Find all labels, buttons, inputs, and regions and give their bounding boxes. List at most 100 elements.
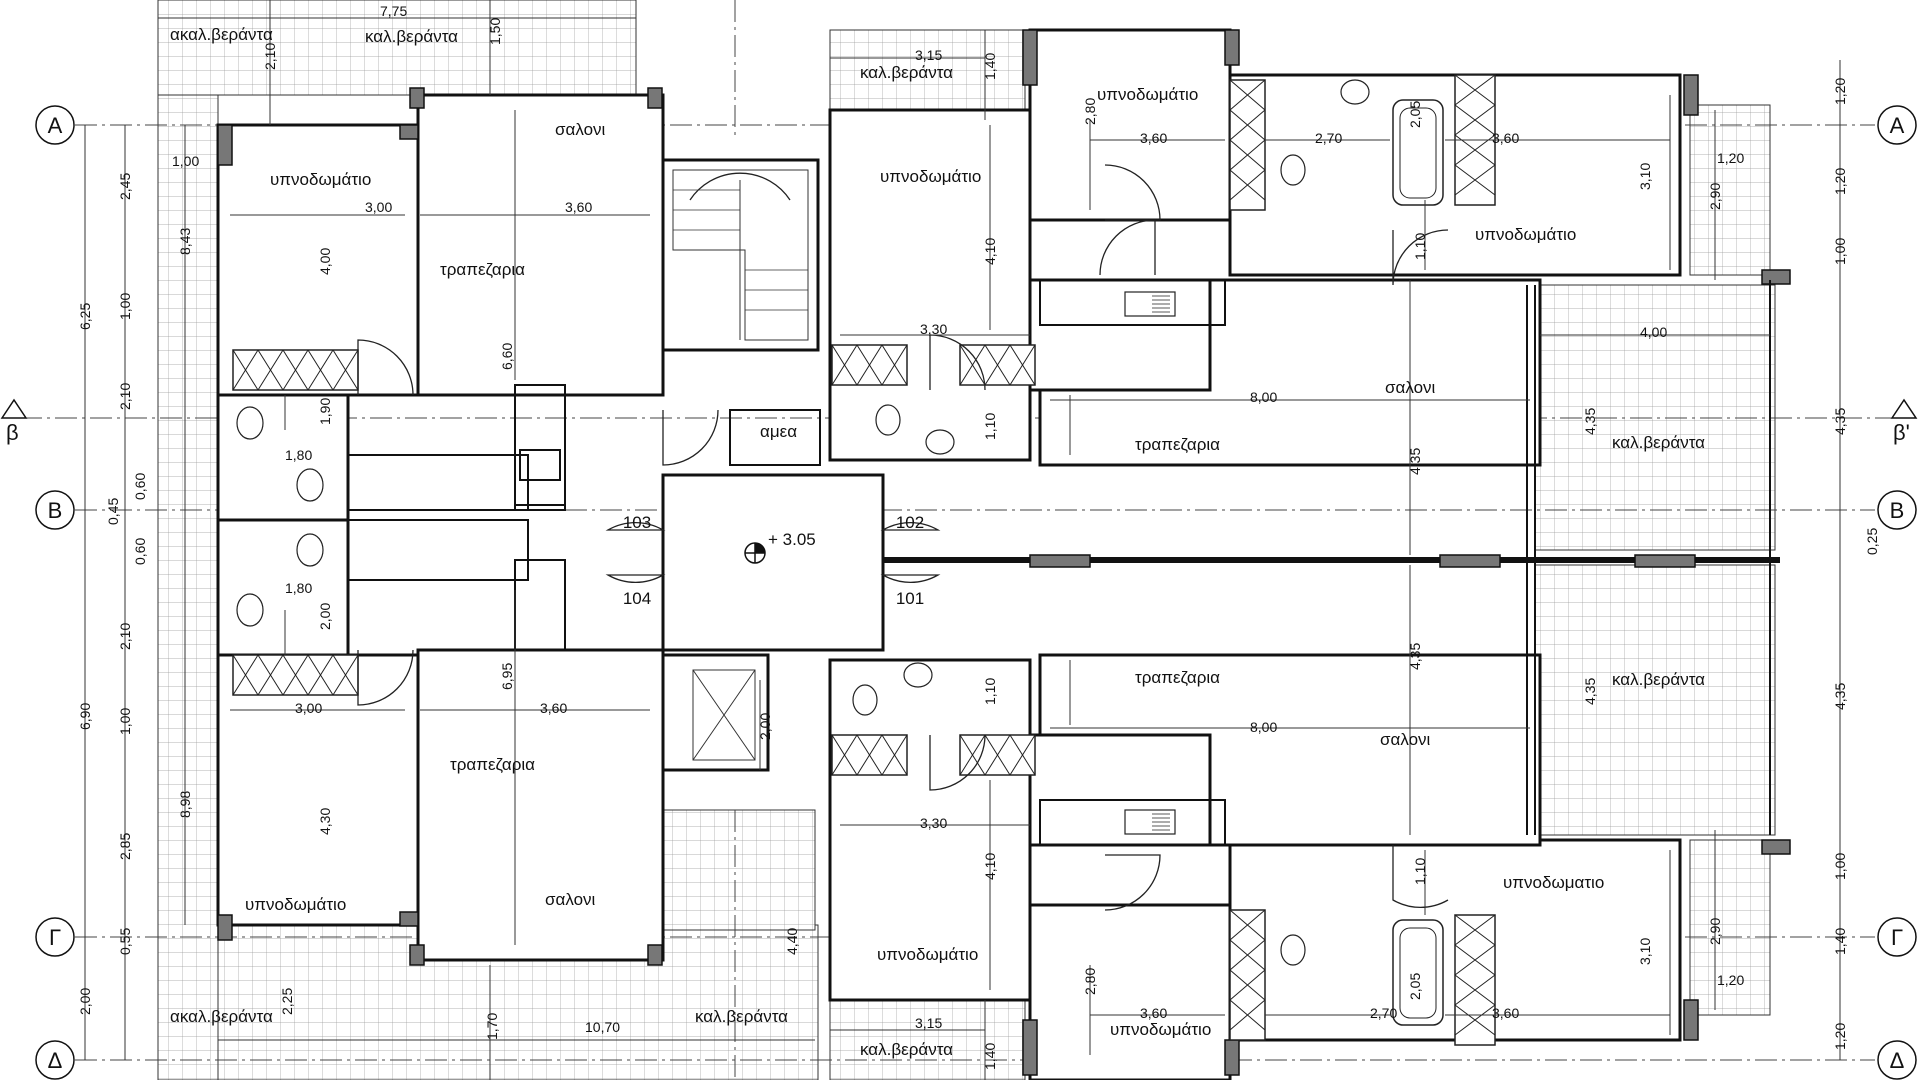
svg-text:3,10: 3,10 (1637, 163, 1653, 190)
svg-text:3,30: 3,30 (920, 321, 947, 337)
svg-text:1,40: 1,40 (1832, 928, 1848, 955)
svg-text:6,95: 6,95 (499, 663, 515, 690)
svg-text:2,05: 2,05 (1407, 973, 1423, 1000)
svg-text:A: A (1890, 113, 1905, 138)
svg-text:0,45: 0,45 (105, 498, 121, 525)
svg-text:1,10: 1,10 (982, 678, 998, 705)
svg-text:3,30: 3,30 (920, 815, 947, 831)
svg-text:2,80: 2,80 (1082, 98, 1098, 125)
axis-bubble-g-right: Γ (1877, 917, 1917, 957)
label-bedroom: υπνοδωματιο (1503, 873, 1604, 892)
dimension-texts: 7,75 2,10 1,50 3,15 1,40 1,00 2,45 8,43 … (77, 3, 1880, 1070)
apartment-103 (216, 87, 665, 522)
svg-text:1,00: 1,00 (117, 293, 133, 320)
apartment-number-102: 102 (896, 513, 924, 532)
label-salon: σαλονι (1385, 378, 1436, 397)
axis-bubble-g-left: Γ (35, 917, 75, 957)
svg-text:1,20: 1,20 (1832, 78, 1848, 105)
veranda-tiles (157, 0, 1776, 1080)
label-covered-veranda: καλ.βεράντα (1612, 433, 1705, 452)
label-covered-veranda: καλ.βεράντα (1612, 670, 1705, 689)
svg-text:3,60: 3,60 (1492, 130, 1519, 146)
apartment-number-103: 103 (623, 513, 651, 532)
party-wall (883, 280, 1780, 835)
svg-text:1,00: 1,00 (1832, 853, 1848, 880)
label-salon: σαλονι (545, 890, 596, 909)
svg-text:6,60: 6,60 (499, 343, 515, 370)
wardrobe (959, 734, 1036, 776)
label-bedroom: υπνοδωμάτιο (880, 167, 981, 186)
svg-text:0,60: 0,60 (132, 473, 148, 500)
svg-text:4,35: 4,35 (1582, 408, 1598, 435)
section-marker-left: β (0, 398, 28, 445)
svg-text:2,90: 2,90 (1707, 183, 1723, 210)
label-dining: τραπεζαρια (1135, 668, 1220, 687)
svg-text:3,60: 3,60 (1140, 130, 1167, 146)
label-bedroom: υπνοδωμάτιο (1097, 85, 1198, 104)
svg-text:2,45: 2,45 (117, 173, 133, 200)
svg-text:4,30: 4,30 (317, 808, 333, 835)
svg-text:3,60: 3,60 (1492, 1005, 1519, 1021)
svg-text:4,00: 4,00 (1640, 324, 1667, 340)
svg-text:1,50: 1,50 (487, 18, 503, 45)
label-bedroom: υπνοδωμάτιο (245, 895, 346, 914)
svg-text:4,35: 4,35 (1407, 643, 1423, 670)
svg-text:B: B (1890, 498, 1905, 523)
wardrobe (959, 344, 1036, 386)
apartment-number-104: 104 (623, 589, 651, 608)
svg-text:1,20: 1,20 (1717, 150, 1744, 166)
label-dining: τραπεζαρια (440, 260, 525, 279)
svg-text:3,60: 3,60 (540, 700, 567, 716)
svg-text:2,05: 2,05 (1407, 101, 1423, 128)
svg-text:2,00: 2,00 (77, 988, 93, 1015)
wardrobe (232, 654, 359, 696)
apartment-number-101: 101 (896, 589, 924, 608)
svg-text:2,10: 2,10 (262, 43, 278, 70)
svg-text:6,25: 6,25 (77, 303, 93, 330)
svg-text:4,10: 4,10 (982, 853, 998, 880)
label-bedroom: υπνοδωμάτιο (877, 945, 978, 964)
label-uncovered-veranda: ακαλ.βεράντα (170, 25, 273, 44)
svg-text:1,40: 1,40 (982, 53, 998, 80)
svg-text:0,60: 0,60 (132, 538, 148, 565)
svg-text:8,98: 8,98 (177, 791, 193, 818)
svg-text:2,10: 2,10 (117, 623, 133, 650)
svg-text:10,70: 10,70 (585, 1019, 620, 1035)
lift-shaft (661, 653, 770, 772)
lobby (605, 409, 941, 652)
svg-text:4,40: 4,40 (784, 928, 800, 955)
wardrobe (831, 734, 908, 776)
svg-text:4,10: 4,10 (982, 238, 998, 265)
svg-text:Δ: Δ (1890, 1048, 1905, 1073)
svg-text:3,60: 3,60 (1140, 1005, 1167, 1021)
svg-text:4,35: 4,35 (1832, 408, 1848, 435)
svg-text:1,20: 1,20 (1832, 168, 1848, 195)
svg-text:1,10: 1,10 (1412, 233, 1428, 260)
svg-text:8,00: 8,00 (1250, 719, 1277, 735)
svg-text:3,00: 3,00 (295, 700, 322, 716)
svg-text:2,25: 2,25 (279, 988, 295, 1015)
label-dining: τραπεζαρια (1135, 435, 1220, 454)
svg-text:2,70: 2,70 (1315, 130, 1342, 146)
svg-text:1,10: 1,10 (982, 413, 998, 440)
svg-text:1,00: 1,00 (117, 708, 133, 735)
apartment-104 (216, 518, 665, 966)
apartment-101 (828, 653, 1791, 1080)
svg-text:1,40: 1,40 (982, 1043, 998, 1070)
svg-text:3,60: 3,60 (565, 199, 592, 215)
wardrobe (831, 344, 908, 386)
label-covered-veranda: καλ.βεράντα (695, 1007, 788, 1026)
svg-text:β: β (6, 420, 19, 445)
svg-text:3,10: 3,10 (1637, 938, 1653, 965)
svg-text:β': β' (1893, 420, 1910, 445)
svg-text:2,70: 2,70 (1370, 1005, 1397, 1021)
wardrobe (232, 349, 359, 391)
svg-text:6,90: 6,90 (77, 703, 93, 730)
svg-text:4,00: 4,00 (317, 248, 333, 275)
label-disabled-wc: αμεα (760, 422, 797, 441)
svg-text:Γ: Γ (49, 925, 61, 950)
axis-bubble-a-left: A (35, 105, 75, 145)
stairwell (661, 158, 820, 352)
axis-bubble-b-left: B (35, 490, 75, 530)
